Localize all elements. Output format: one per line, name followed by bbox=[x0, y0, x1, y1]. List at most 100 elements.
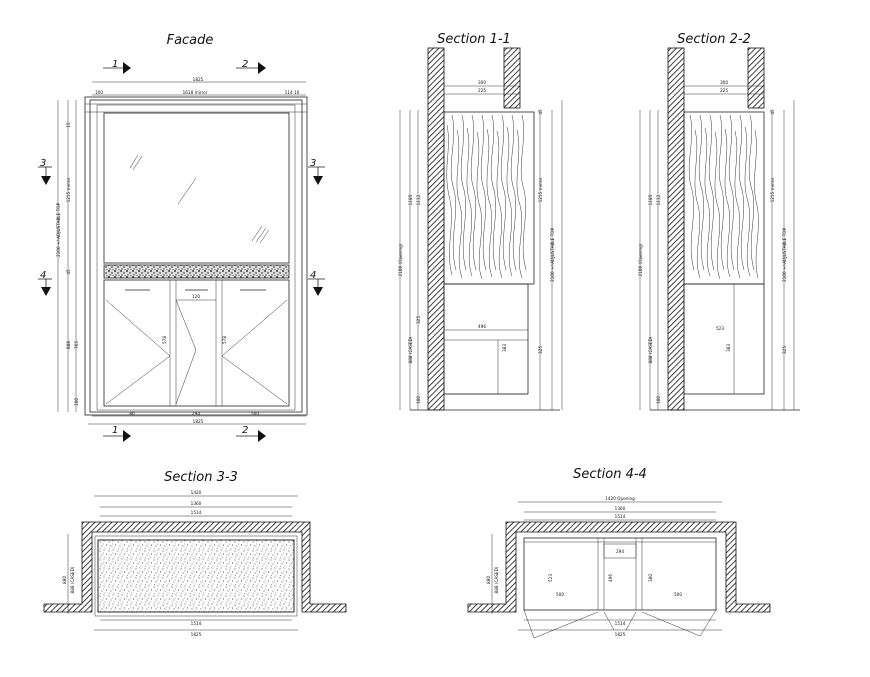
s1-dim-45: 45 bbox=[538, 109, 543, 115]
section-3-3-title: Section 3-3 bbox=[164, 470, 238, 485]
facade-dim-cabinet-height: 765 bbox=[74, 341, 79, 349]
section-marker-1-top: 1 bbox=[103, 59, 131, 74]
facade-dim-total-height: 2100 +/-ADJUSTABLE TOP bbox=[56, 203, 61, 258]
s4-dim-inner-h1: 523 bbox=[548, 574, 553, 582]
facade-dim-bottom-right: 500 bbox=[251, 411, 259, 416]
s2-dim-mirror: 1215 mirror bbox=[770, 177, 775, 202]
s2-dim-opening: 2100 (Opening) bbox=[638, 243, 643, 276]
facade-dim-mirror-height: 1215 mirror bbox=[66, 177, 71, 202]
s3-dim-left-h: 880 bbox=[62, 576, 67, 584]
facade-dim-bottom-left: 80 bbox=[129, 411, 135, 416]
section-marker-3-right: 3 bbox=[308, 158, 325, 185]
s3-dim-mid: 1514 bbox=[191, 510, 202, 515]
svg-text:1: 1 bbox=[112, 425, 118, 436]
s3-dim-bottom: 1825 bbox=[191, 632, 202, 637]
facade-dim-top: 15 bbox=[66, 122, 71, 128]
section-4-4-title: Section 4-4 bbox=[573, 467, 647, 482]
section-marker-4-left: 4 bbox=[38, 270, 52, 296]
svg-text:4: 4 bbox=[310, 270, 316, 281]
s3-stone-top bbox=[97, 539, 295, 613]
s1-dim-inner-height: 383 bbox=[502, 344, 507, 352]
s4-dim-overall: 1420 Opening bbox=[605, 496, 635, 501]
section-2-2: 300 225 523 383 2100 (Opening) 1185 bbox=[638, 47, 800, 411]
facade-title: Facade bbox=[167, 33, 214, 48]
s2-dim-45: 45 bbox=[770, 109, 775, 115]
s3-dim-inner: 1360 bbox=[191, 501, 202, 506]
s4-dim-inner: 1360 bbox=[615, 506, 626, 511]
s1-dim-top-outer: 300 bbox=[478, 80, 486, 85]
svg-text:2: 2 bbox=[242, 425, 248, 436]
s3-dim-mid-bottom: 1514 bbox=[191, 621, 202, 626]
section-2-2-title: Section 2-2 bbox=[677, 32, 751, 47]
s4-dim-mid: 1514 bbox=[615, 514, 626, 519]
countertop-stone bbox=[103, 264, 290, 279]
facade-dim-door-height: 578 bbox=[162, 336, 167, 344]
facade-dim-left-offset: 100 bbox=[95, 90, 103, 95]
s3-dim-overall: 1420 bbox=[191, 490, 202, 495]
s4-dim-door-left: 500 bbox=[556, 592, 564, 597]
section-marker-3-left: 3 bbox=[38, 158, 52, 185]
s4-dim-left-h2: 888 (CASED) bbox=[494, 566, 499, 593]
s2-dim-upper: 1185 bbox=[648, 194, 653, 205]
facade-dim-mirror-width: 1618 mirror bbox=[183, 90, 208, 95]
s2-dim-upper2: 1112 bbox=[656, 194, 661, 205]
s1-dim-total: 2100 +/-ADJUSTABLE TOP bbox=[550, 228, 555, 283]
section-1-1-title: Section 1-1 bbox=[437, 32, 511, 47]
mirror-panel bbox=[103, 112, 290, 264]
section-marker-1-bottom: 1 bbox=[103, 425, 131, 442]
s4-dim-inner-h3: 380 bbox=[648, 574, 653, 582]
wall-hatch-top-right-2 bbox=[747, 47, 765, 109]
s1-dim-lower2: 325 bbox=[416, 316, 421, 324]
section-1-1: 300 225 496 383 bbox=[398, 47, 563, 411]
s1-dim-opening: 2100 (Opening) bbox=[398, 243, 403, 276]
facade-dim-bottom-width: 1825 bbox=[193, 419, 204, 424]
s1-dim-lower: 888 (CASED) bbox=[408, 336, 413, 363]
section-3-3: 1420 1360 1514 880 888 (CASED) 1514 1825 bbox=[43, 490, 347, 637]
s4-dim-drawer: 294 bbox=[616, 549, 624, 554]
facade-dim-small: 100 bbox=[74, 398, 79, 406]
s1-dim-upper: 1185 bbox=[408, 194, 413, 205]
s3-dim-left-h2: 888 (CASED) bbox=[70, 566, 75, 593]
vanity-cabinet bbox=[103, 279, 290, 407]
s2-dim-inner-height: 383 bbox=[726, 344, 731, 352]
s3-wall bbox=[43, 521, 347, 613]
section-marker-4-right: 4 bbox=[308, 270, 325, 296]
section-4-4: 1420 Opening 1360 1514 294 500 500 523 4… bbox=[467, 496, 771, 639]
facade-dim-door-height-right: 578 bbox=[222, 336, 227, 344]
facade-dim-bottom-mid: 294 bbox=[192, 411, 200, 416]
section-marker-2-bottom: 2 bbox=[236, 425, 266, 442]
s2-dim-base: 100 bbox=[656, 396, 661, 404]
glass-wave-pattern-2 bbox=[688, 114, 759, 280]
svg-text:4: 4 bbox=[40, 270, 46, 281]
s2-dim-top-outer: 300 bbox=[720, 80, 728, 85]
facade-dim-overall-width: 1825 bbox=[193, 77, 204, 82]
s1-dim-shelf: 496 bbox=[478, 324, 486, 329]
facade-dim-base-height: 888 bbox=[66, 341, 71, 349]
s4-dim-mid-bottom: 1514 bbox=[615, 621, 626, 626]
s2-dim-top-inner: 225 bbox=[720, 88, 728, 93]
s4-wall bbox=[467, 521, 771, 613]
s2-dim-total: 2100 +/-ADJUSTABLE TOP bbox=[782, 228, 787, 283]
facade-elevation: 1 2 3 3 4 4 bbox=[38, 59, 325, 442]
s1-dim-right-lower: 325 bbox=[538, 346, 543, 354]
section-marker-2-top: 2 bbox=[236, 59, 266, 74]
facade-dim-door-gap: 120 bbox=[192, 294, 200, 299]
s4-dim-inner-h2: 496 bbox=[608, 574, 613, 582]
facade-dim-right-offset: 114 10 bbox=[285, 90, 300, 95]
s2-dim-shelf: 523 bbox=[716, 326, 724, 331]
wall-hatch-left-2 bbox=[667, 47, 685, 411]
s1-dim-upper2: 1112 bbox=[416, 194, 421, 205]
s2-dim-right-lower: 325 bbox=[782, 346, 787, 354]
svg-text:2: 2 bbox=[242, 59, 248, 70]
s4-dim-door-right: 500 bbox=[674, 592, 682, 597]
s2-dim-lower: 888 (CASED) bbox=[648, 336, 653, 363]
wall-hatch-left bbox=[427, 47, 445, 411]
svg-text:3: 3 bbox=[310, 158, 316, 169]
s1-dim-base: 100 bbox=[416, 396, 421, 404]
wall-hatch-top-right bbox=[503, 47, 521, 109]
svg-text:1: 1 bbox=[112, 59, 118, 70]
svg-text:3: 3 bbox=[40, 158, 46, 169]
s1-dim-mirror: 1215 mirror bbox=[538, 177, 543, 202]
glass-wave-pattern bbox=[446, 114, 527, 280]
